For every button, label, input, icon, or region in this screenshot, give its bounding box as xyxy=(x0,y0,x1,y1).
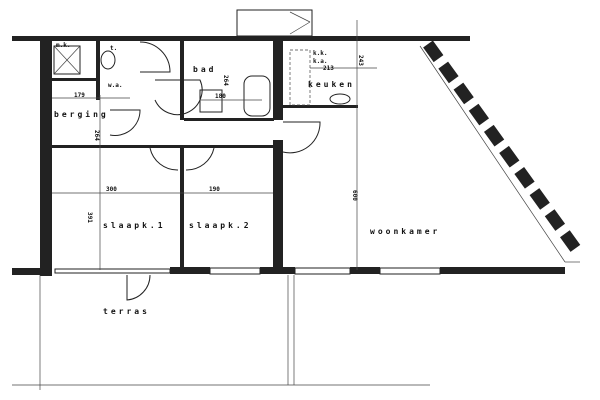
room-labels: m.k. t. w.a. bad k.k. k.a. keuken bergin… xyxy=(54,42,440,316)
dim-bad-depth: 264 xyxy=(222,75,229,86)
room-berging: berging xyxy=(54,109,109,119)
room-toilet: t. xyxy=(110,45,117,52)
room-slaapk1: slaapk.1 xyxy=(103,221,166,230)
room-kk: k.k. xyxy=(313,50,327,57)
fixtures xyxy=(53,45,351,117)
dim-slaapk-depth: 391 xyxy=(86,212,93,223)
windows xyxy=(54,9,583,275)
dim-slaapk2-width: 190 xyxy=(209,186,220,193)
dim-woonkamer-depth: 600 xyxy=(351,190,358,201)
room-terras: terras xyxy=(103,307,150,316)
room-mk: m.k. xyxy=(56,42,70,49)
dim-berging-width: 179 xyxy=(74,92,85,99)
sink-icon xyxy=(329,93,351,105)
room-slaapk2: slaapk.2 xyxy=(189,221,252,230)
dim-bad-width: 180 xyxy=(215,93,226,100)
bathtub-icon xyxy=(243,75,271,117)
room-ka: k.a. xyxy=(313,58,327,65)
doors xyxy=(109,41,321,301)
walls xyxy=(12,36,565,276)
dim-keuken-width: 213 xyxy=(323,65,334,72)
dim-slaapk1-width: 300 xyxy=(106,186,117,193)
dimension-lines xyxy=(12,20,430,390)
dim-keuken-depth: 243 xyxy=(357,55,364,66)
room-bad: bad xyxy=(193,65,216,74)
dim-berging-depth: 264 xyxy=(93,130,100,141)
room-keuken: keuken xyxy=(308,80,355,89)
room-woonkamer: woonkamer xyxy=(370,227,440,236)
dimension-labels: 179 264 180 264 243 213 600 300 190 391 xyxy=(74,55,364,223)
room-wa: w.a. xyxy=(108,82,122,89)
toilet-icon xyxy=(100,50,116,70)
